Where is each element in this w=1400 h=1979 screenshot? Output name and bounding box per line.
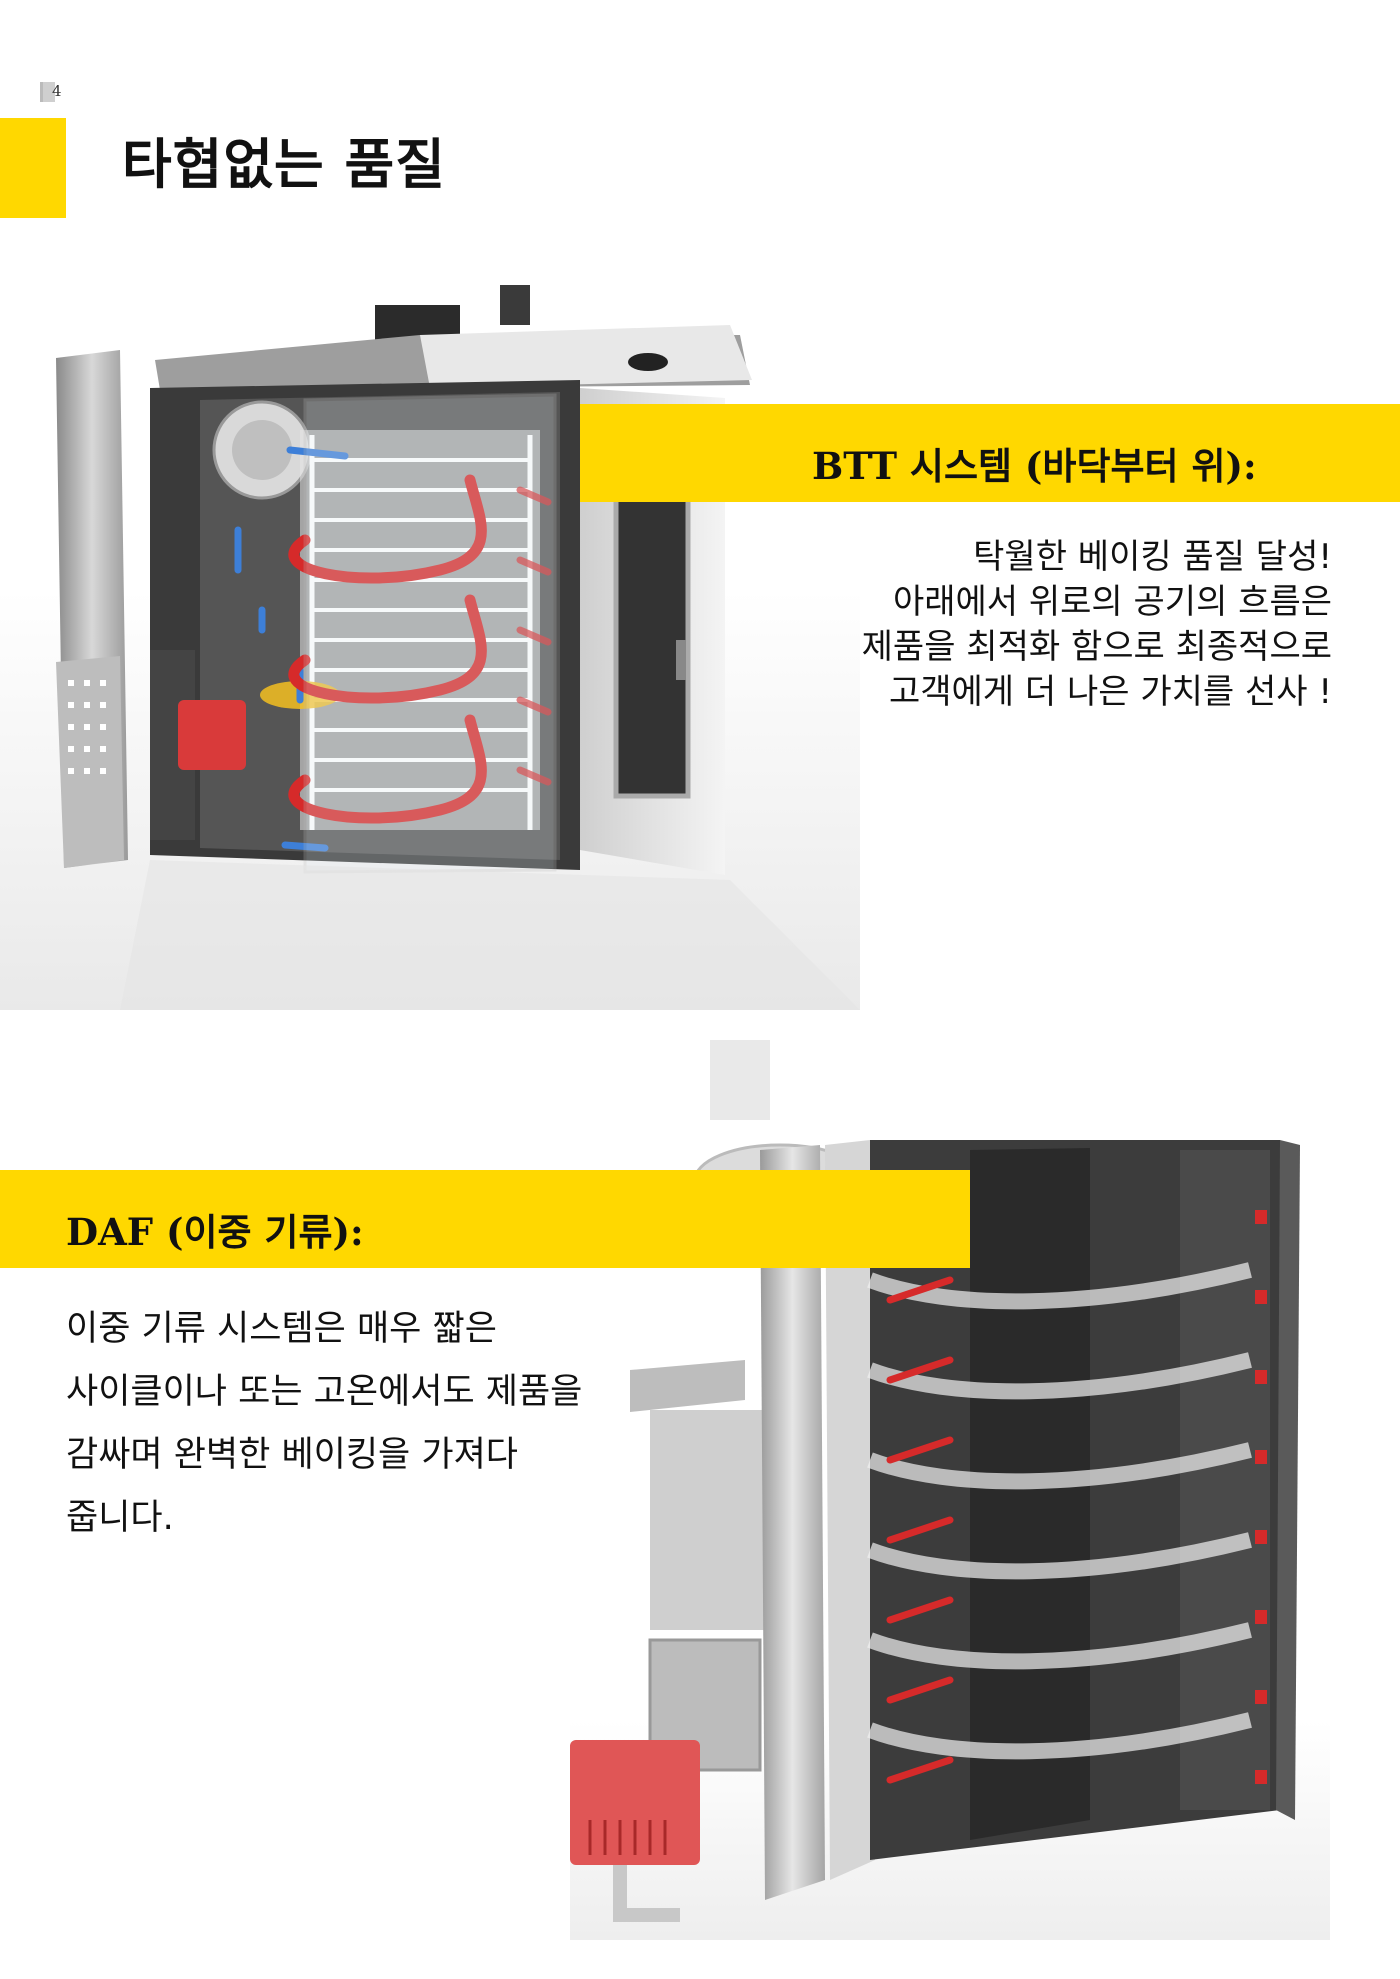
- daf-description: 이중 기류 시스템은 매우 짧은 사이클이나 또는 고온에서도 제품을 감싸며 …: [66, 1298, 686, 1550]
- btt-heading: BTT 시스템 (바닥부터 위):: [812, 444, 1257, 488]
- daf-heading: DAF (이중 기류):: [66, 1210, 364, 1254]
- btt-line: 아래에서 위로의 공기의 흐름은: [892, 582, 1332, 622]
- btt-description: 탁월한 베이킹 품질 달성! 아래에서 위로의 공기의 흐름은 제품을 최적화 …: [692, 535, 1332, 715]
- page-title: 타협없는 품질: [122, 133, 446, 196]
- page-number: 4: [40, 82, 62, 102]
- daf-line: 사이클이나 또는 고온에서도 제품을: [66, 1372, 583, 1412]
- daf-line: 이중 기류 시스템은 매우 짧은: [66, 1309, 497, 1349]
- title-accent-bar: [0, 118, 66, 218]
- daf-heading-band: [0, 1170, 970, 1268]
- dual-airflow-illustration: [570, 1040, 1330, 1940]
- daf-line: 줍니다.: [66, 1498, 174, 1538]
- btt-line: 탁월한 베이킹 품질 달성!: [973, 537, 1332, 577]
- btt-heading-band: [580, 404, 1400, 502]
- btt-line: 고객에게 더 나은 가치를 선사 !: [888, 672, 1332, 712]
- btt-line: 제품을 최적화 함으로 최종적으로: [861, 627, 1332, 667]
- daf-line: 감싸며 완벽한 베이킹을 가져다: [66, 1435, 518, 1475]
